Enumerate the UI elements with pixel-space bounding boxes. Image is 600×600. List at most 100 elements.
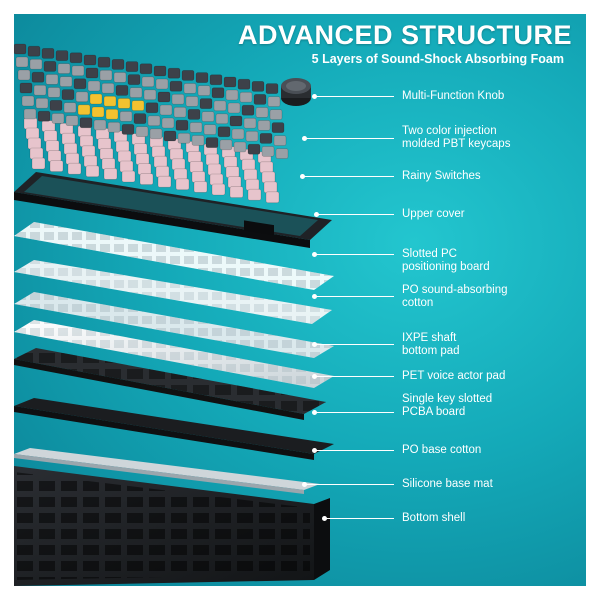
switch: [262, 172, 275, 183]
keycap: [116, 85, 128, 95]
keycap: [234, 142, 246, 152]
keycap: [36, 98, 48, 108]
keycap: [262, 146, 274, 156]
keycap: [46, 74, 58, 84]
keycap: [80, 118, 92, 128]
keycap: [134, 114, 146, 124]
keycap: [74, 79, 86, 89]
keycap: [20, 83, 32, 93]
switch: [64, 143, 77, 154]
keycap: [220, 140, 232, 150]
switch: [172, 159, 185, 170]
keycap: [76, 92, 88, 102]
keycap: [216, 114, 228, 124]
keycap: [214, 101, 226, 111]
keycap: [44, 61, 56, 71]
keycap: [164, 131, 176, 141]
switch: [152, 146, 165, 157]
keycap: [114, 72, 126, 82]
keycap: [130, 88, 142, 98]
switch: [100, 148, 113, 159]
keycap: [244, 118, 256, 128]
keycap: [256, 107, 268, 117]
keycap: [56, 51, 68, 61]
keycap: [78, 105, 90, 115]
switch: [194, 181, 207, 192]
product-graphic: ADVANCED STRUCTURE 5 Layers of Sound-Sho…: [14, 14, 586, 586]
keycap: [274, 136, 286, 146]
keycap: [136, 127, 148, 137]
switch: [46, 141, 59, 152]
keycap: [172, 94, 184, 104]
keycap: [162, 118, 174, 128]
keycap: [238, 79, 250, 89]
keycap: [98, 57, 110, 67]
switch: [134, 144, 147, 155]
keycap: [276, 149, 288, 159]
switch: [224, 157, 237, 168]
page-title: ADVANCED STRUCTURE: [238, 20, 572, 51]
keycap: [184, 83, 196, 93]
keycap: [168, 68, 180, 78]
label-pet: PET voice actor pad: [402, 370, 505, 383]
keycap: [34, 85, 46, 95]
switch: [210, 174, 223, 185]
leader-keycaps: [304, 138, 394, 139]
keycap: [170, 81, 182, 91]
keycap: [64, 103, 76, 113]
leader-base: [314, 450, 394, 451]
switch: [32, 158, 45, 169]
keycap: [200, 99, 212, 109]
switch: [230, 187, 243, 198]
label-silicone-mat: Silicone base mat: [402, 478, 493, 491]
keycap: [246, 131, 258, 141]
switch: [30, 148, 43, 159]
leader-upper: [316, 214, 394, 215]
switch: [102, 158, 115, 169]
keycap: [202, 112, 214, 122]
keycap: [196, 73, 208, 83]
keycap: [190, 122, 202, 132]
switch: [176, 179, 189, 190]
keycap: [122, 124, 134, 134]
switch: [158, 176, 171, 187]
keycap: [118, 98, 130, 108]
keycap: [182, 70, 194, 80]
keycap: [70, 53, 82, 63]
keycap: [232, 129, 244, 139]
keycap: [212, 88, 224, 98]
keycap: [176, 120, 188, 130]
leader-pcba: [314, 412, 394, 413]
switch: [82, 146, 95, 157]
switch: [188, 151, 201, 162]
leader-switches: [302, 176, 394, 177]
switch: [98, 138, 111, 149]
keycap: [254, 94, 266, 104]
keycap: [144, 90, 156, 100]
label-switches: Rainy Switches: [402, 170, 481, 183]
keycap: [240, 92, 252, 102]
keycap: [270, 110, 282, 120]
keycap: [100, 70, 112, 80]
keycap: [132, 101, 144, 111]
keycap: [120, 111, 132, 121]
label-pc-board: Slotted PCpositioning board: [402, 248, 490, 274]
keycap: [84, 55, 96, 65]
leader-pcboard: [314, 254, 394, 255]
keycap: [242, 105, 254, 115]
multi-function-knob: [281, 78, 311, 106]
keycap: [24, 109, 36, 119]
keycap: [30, 59, 42, 69]
keycap: [204, 125, 216, 135]
keycap: [148, 116, 160, 126]
switch: [48, 151, 61, 162]
keycap: [156, 79, 168, 89]
switch: [156, 166, 169, 177]
keycap: [228, 103, 240, 113]
leader-ixpe: [314, 344, 394, 345]
switch: [24, 118, 37, 129]
keycap: [248, 144, 260, 154]
keycap: [266, 84, 278, 94]
